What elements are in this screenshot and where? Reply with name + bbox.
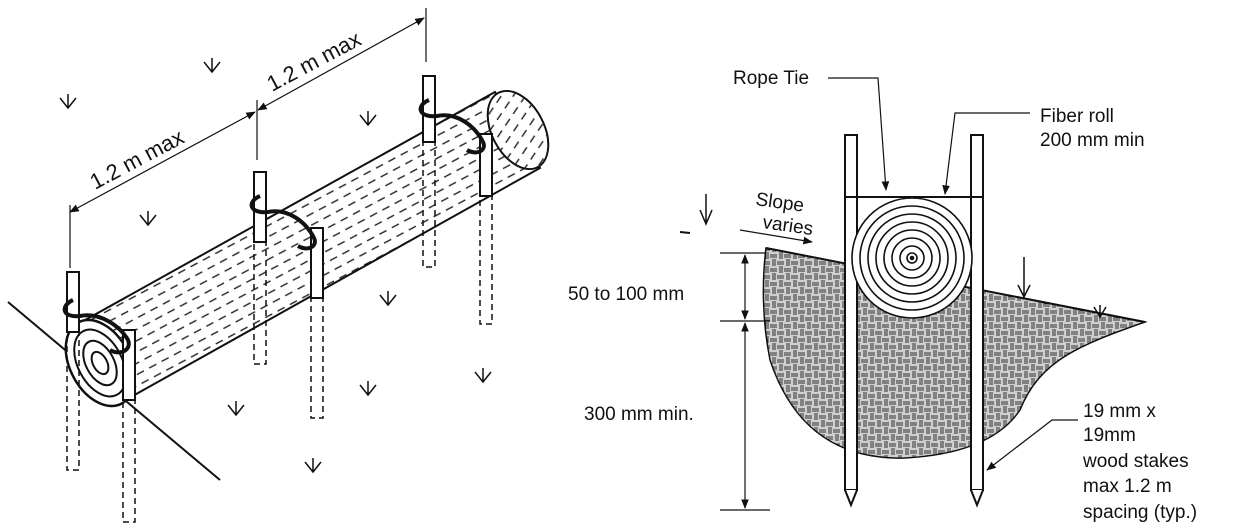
stakes-label: wood stakes (1082, 451, 1189, 472)
grass-symbols (59, 58, 492, 474)
fiber-roll-min-label: 200 mm min (1040, 130, 1145, 151)
fiber-roll-section (851, 197, 973, 319)
isometric-view: 1.2 m max 1.2 m max (7, 8, 550, 523)
rope-tie-label: Rope Tie (733, 68, 809, 89)
rope-tie (62, 298, 131, 355)
wood-stake-right (970, 134, 984, 508)
stake (310, 227, 324, 419)
fiber-roll-label: Fiber roll (1040, 106, 1114, 127)
slope-varies-label: varies (761, 212, 814, 240)
stakes-leader (986, 419, 1078, 471)
dimension-label: 1.2 m max (263, 26, 365, 96)
slope-leader (739, 229, 813, 245)
stake (479, 133, 493, 325)
stake (422, 75, 436, 268)
stakes-label: max 1.2 m (1083, 476, 1172, 497)
stakes-label: 19mm (1083, 425, 1136, 446)
slope-label: Slope (754, 189, 805, 217)
dimension-label: 1.2 m max (86, 124, 188, 194)
rope-tie-leader (828, 77, 890, 191)
fiber-roll-leader (942, 112, 1030, 195)
stake (253, 171, 267, 365)
section-view: Rope Tie Fiber roll 200 mm min Slope var… (568, 68, 1197, 523)
wood-stake-left (844, 134, 858, 508)
soil-trench (762, 247, 1148, 459)
grass-symbols (699, 194, 1107, 319)
stakes-label: spacing (typ.) (1083, 502, 1197, 523)
rope-tie (418, 98, 486, 155)
embed-depth-label: 50 to 100 mm (568, 284, 684, 305)
trench-depth-label: 300 mm min. (584, 404, 694, 425)
stakes-label: 19 mm x (1083, 401, 1156, 422)
stake (122, 329, 136, 523)
